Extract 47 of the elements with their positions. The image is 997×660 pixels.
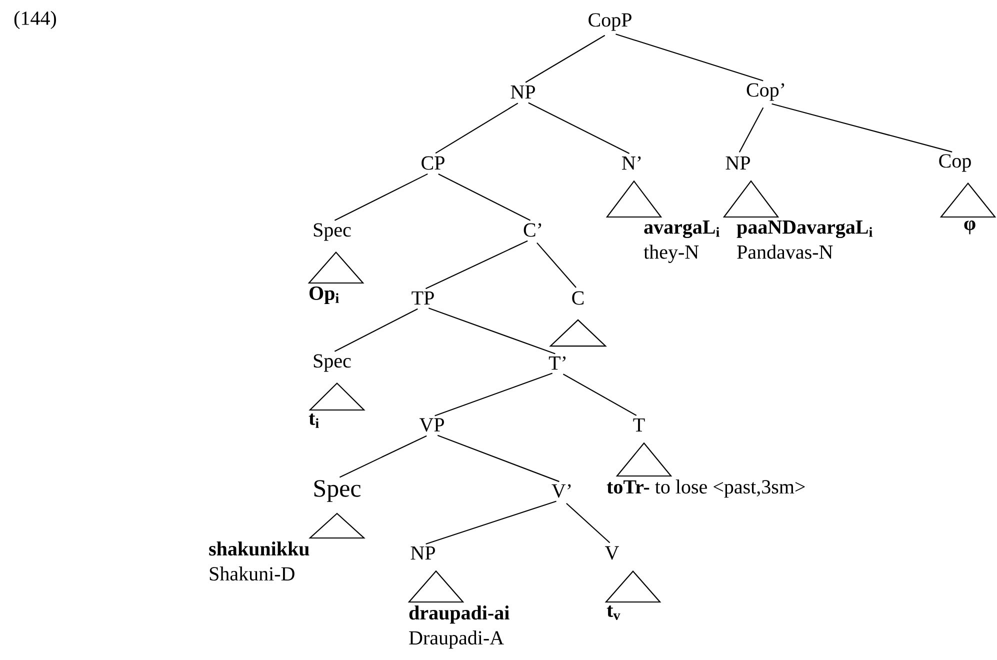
branch-line	[428, 308, 556, 354]
branch-line	[339, 435, 427, 478]
category-label: C	[572, 291, 584, 305]
branch-line	[525, 34, 606, 83]
category-label: N’	[622, 156, 641, 170]
category-label: V	[605, 546, 619, 560]
example-number: (144)	[14, 10, 56, 30]
category-label: CP	[422, 156, 444, 170]
category-label: T	[633, 418, 645, 432]
category-label: C’	[524, 223, 542, 237]
branch-line	[528, 102, 630, 154]
branch-line	[437, 434, 560, 482]
branch-line	[536, 242, 576, 288]
category-label: Cop	[939, 154, 971, 172]
leaf-text: avargaL$_{i}$ they-N	[644, 220, 720, 263]
category-label: CopP	[588, 13, 632, 31]
branch-line	[426, 500, 556, 544]
leaf-text: Op$_{i}$	[310, 286, 339, 304]
leaf-text: shakunikku Shakuni-D	[209, 542, 310, 581]
branch-line	[616, 34, 764, 82]
category-label: V’	[552, 484, 571, 498]
category-label: NP	[510, 85, 535, 99]
category-label: T’	[548, 356, 566, 370]
branch-line	[425, 240, 528, 290]
category-label: NP	[726, 156, 750, 170]
branch-line	[435, 102, 518, 154]
category-label: Spec	[314, 480, 361, 502]
leaf-text: toTr- to lose <past,3sm>	[606, 480, 805, 498]
branch-line	[438, 173, 531, 221]
category-label: TP	[412, 291, 434, 305]
category-label: VP	[419, 418, 444, 432]
branch-line	[772, 103, 952, 152]
leaf-text: t$_{v}$	[606, 606, 620, 620]
category-label: Spec	[314, 354, 351, 372]
branch-line	[334, 308, 418, 352]
branch-line	[334, 173, 428, 221]
branch-line	[562, 374, 637, 416]
branch-line	[434, 372, 553, 416]
leaf-text: paaNDavargaL$_{i}$ Pandavas-N	[736, 220, 872, 259]
branch-line	[738, 107, 764, 152]
leaf-text: φ	[964, 220, 976, 234]
leaf-text: draupadi-ai Draupadi-A	[409, 606, 510, 649]
category-label: NP	[410, 546, 435, 560]
branch-line	[566, 502, 610, 544]
leaf-text: t$_{i}$	[308, 414, 319, 428]
category-label: Cop’	[746, 83, 784, 101]
category-label: Spec	[314, 223, 351, 241]
